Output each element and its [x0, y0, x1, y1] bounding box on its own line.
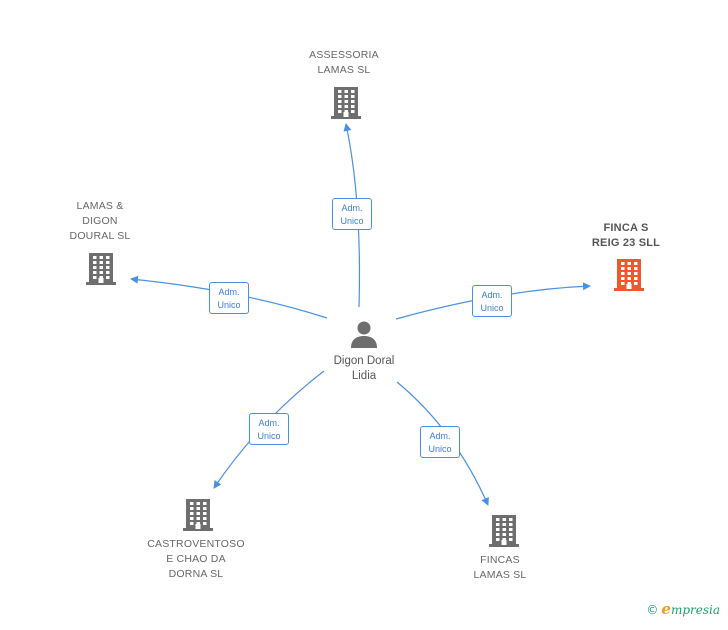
role-badge-assessoria[interactable]: Adm. Unico	[332, 198, 372, 230]
role-badge-fincas-lamas[interactable]: Adm. Unico	[420, 426, 460, 458]
role-line: Unico	[480, 303, 504, 313]
person-name-line-1: Digon Doral	[333, 355, 395, 367]
building-icon[interactable]	[330, 86, 362, 125]
brand-initial: e	[661, 600, 671, 618]
company-name-line: DORNA SL	[168, 568, 224, 580]
person-icon[interactable]	[350, 320, 378, 353]
copyright-symbol: ©	[646, 603, 659, 617]
building-icon[interactable]	[488, 514, 520, 553]
company-name-line: LAMAS SL	[317, 64, 371, 76]
company-label-fincas-reig[interactable]: FINCA S REIG 23 SLL	[576, 221, 676, 251]
company-name-line: FINCAS	[480, 554, 520, 566]
role-line: Unico	[428, 444, 452, 454]
role-line: Unico	[257, 431, 281, 441]
building-icon[interactable]	[85, 252, 117, 291]
role-badge-castroventoso[interactable]: Adm. Unico	[249, 413, 289, 445]
role-line: Adm.	[341, 203, 363, 213]
building-icon[interactable]	[182, 498, 214, 537]
company-name-line: DOURAL SL	[69, 230, 131, 242]
role-badge-lamas-digon[interactable]: Adm. Unico	[209, 282, 249, 314]
company-label-castroventoso[interactable]: CASTROVENTOSO E CHAO DA DORNA SL	[136, 537, 256, 582]
role-line: Adm.	[218, 287, 240, 297]
person-name-line-2: Lidia	[351, 370, 377, 382]
brand-logo: ©empresia	[646, 600, 720, 618]
brand-name: mpresia	[670, 603, 720, 617]
company-name-line: FINCA S	[603, 222, 649, 234]
company-name-line: CASTROVENTOSO	[147, 538, 245, 550]
person-name[interactable]: Digon Doral Lidia	[310, 354, 418, 384]
role-line: Adm.	[429, 431, 451, 441]
role-line: Unico	[217, 300, 241, 310]
company-label-lamas-digon[interactable]: LAMAS & DIGON DOURAL SL	[50, 199, 150, 244]
company-name-line: LAMAS &	[76, 200, 124, 212]
role-line: Adm.	[481, 290, 503, 300]
role-line: Unico	[340, 216, 364, 226]
company-name-line: ASSESSORIA	[309, 49, 379, 61]
edges-layer	[130, 123, 591, 506]
company-name-line: LAMAS SL	[473, 569, 527, 581]
role-badge-fincas-reig[interactable]: Adm. Unico	[472, 285, 512, 317]
building-icon-highlight[interactable]	[613, 258, 645, 297]
company-label-fincas-lamas[interactable]: FINCAS LAMAS SL	[450, 553, 550, 583]
company-label-assessoria[interactable]: ASSESSORIA LAMAS SL	[294, 48, 394, 78]
company-name-line: DIGON	[82, 215, 118, 227]
company-name-line: E CHAO DA	[166, 553, 226, 565]
company-name-line: REIG 23 SLL	[591, 237, 661, 249]
role-line: Adm.	[258, 418, 280, 428]
